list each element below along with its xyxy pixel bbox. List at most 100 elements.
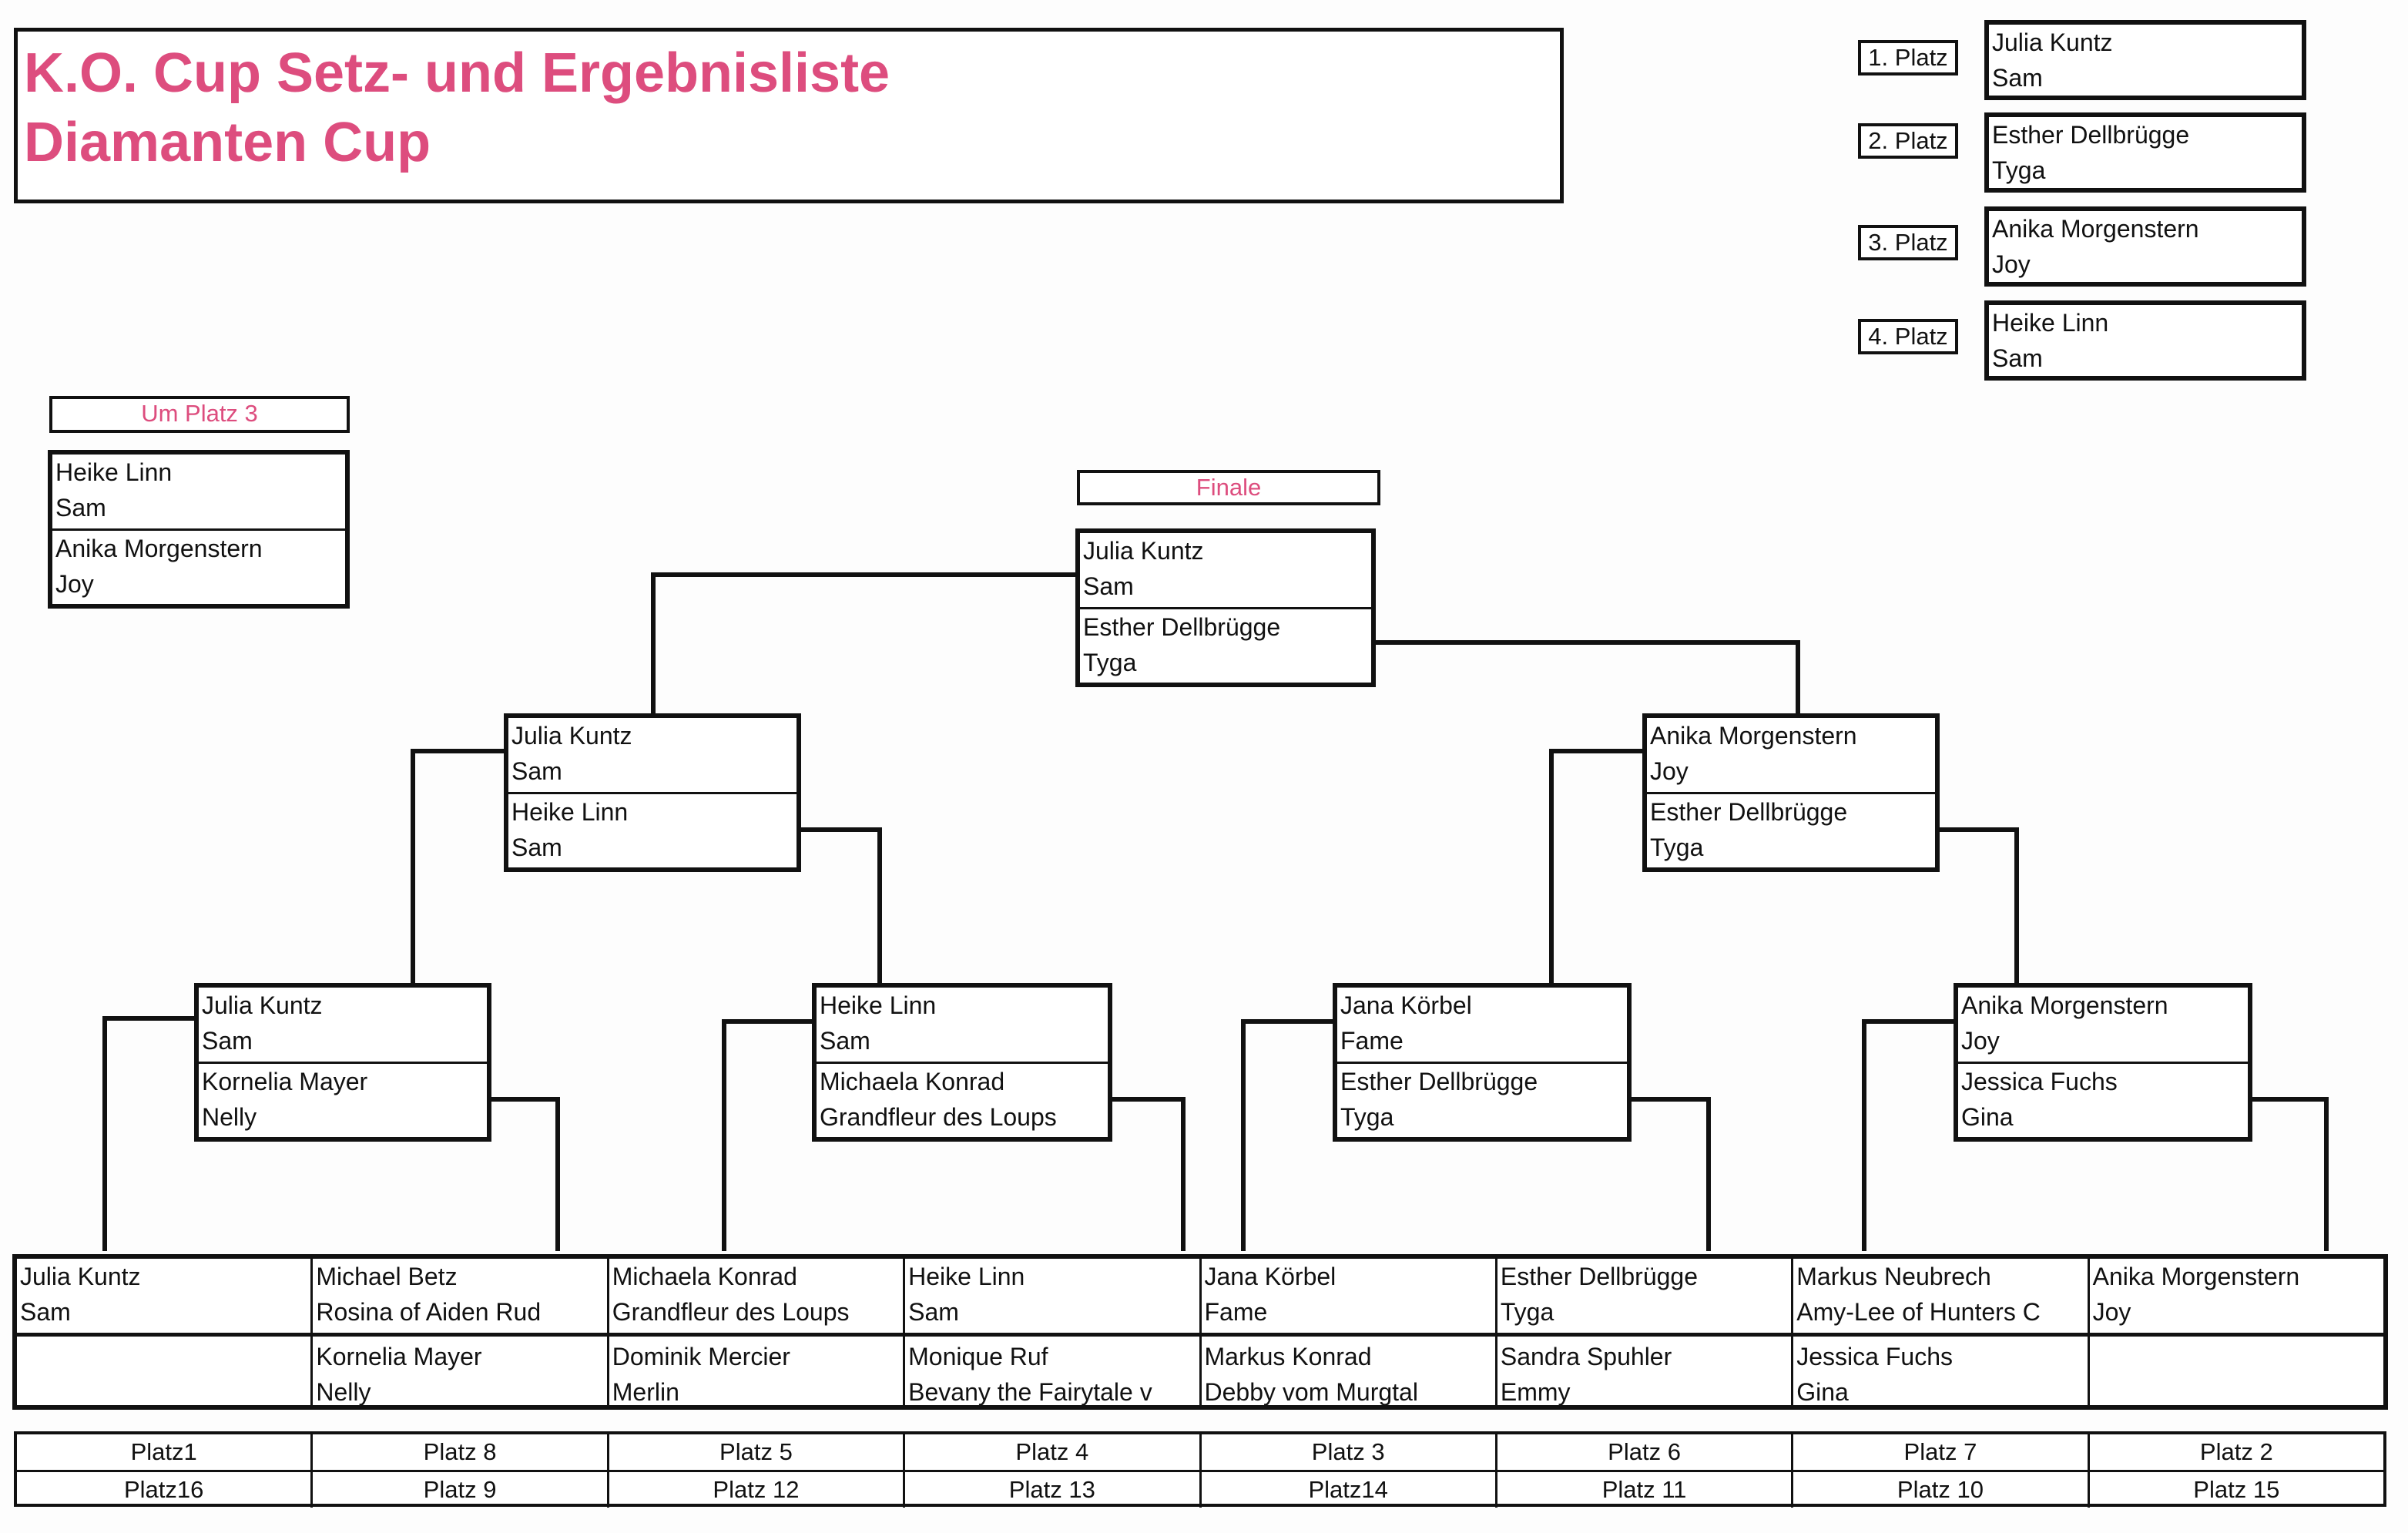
seed-cell: Platz 8 [313,1434,609,1470]
rider-name: Julia Kuntz [1992,29,2113,56]
rank-label-2: 2. Platz [1858,123,1958,159]
horse-name: Sam [202,1027,253,1055]
horse-name: Joy [55,570,94,598]
rider-name: Julia Kuntz [202,991,323,1019]
rank-label-1: 1. Platz [1858,40,1958,75]
rider-name: Jana Körbel [1340,991,1472,1019]
round1-match: Michaela Konrad Grandfleur des Loups Dom… [609,1259,906,1406]
horse-name: Bevany the Fairytale v [908,1378,1152,1406]
seed-cell: Platz 7 [1793,1434,2090,1470]
seed-cell: Platz 5 [609,1434,906,1470]
match-slot: Julia Kuntz Sam [1080,533,1371,607]
rider-name: Heike Linn [55,458,173,486]
horse-name: Sam [20,1298,71,1326]
rider-name: Jessica Fuchs [1796,1343,1953,1370]
round1-match: Markus Neubrech Amy-Lee of Hunters C Jes… [1793,1259,2090,1406]
rider-name: Julia Kuntz [511,722,632,750]
rank-1-box: Julia Kuntz Sam [1984,20,2306,100]
horse-name: Tyga [1992,156,2046,184]
rider-name: Anika Morgenstern [1992,215,2199,243]
semifinal-match: Julia Kuntz Sam Heike Linn Sam [504,713,801,872]
horse-name: Nelly [316,1378,371,1406]
seed-cell: Platz 6 [1497,1434,1794,1470]
horse-name: Sam [1083,572,1134,600]
seed-cell: Platz 9 [313,1472,609,1508]
page-subtitle: Diamanten Cup [24,112,431,173]
match-slot: Heike Linn Sam [52,455,345,528]
quarterfinal-match: Jana Körbel Fame Esther Dellbrügge Tyga [1333,983,1632,1142]
match-slot: Michaela Konrad Grandfleur des Loups [817,1062,1108,1139]
horse-name: Debby vom Murgtal [1204,1378,1418,1406]
horse-name: Gina [1961,1103,2014,1131]
match-slot: Julia Kuntz Sam [508,718,797,792]
horse-name: Sam [1992,344,2043,372]
horse-name: Merlin [612,1378,679,1406]
seed-row-bottom: Platz16 Platz 9 Platz 12 Platz 13 Platz1… [17,1470,2383,1508]
final-match: Julia Kuntz Sam Esther Dellbrügge Tyga [1075,528,1376,687]
rider-name: Julia Kuntz [20,1263,141,1290]
rider-name: Esther Dellbrügge [1083,613,1281,641]
round1-match: Heike Linn Sam Monique Ruf Bevany the Fa… [905,1259,1202,1406]
horse-name: Emmy [1500,1378,1571,1406]
rider-name: Kornelia Mayer [316,1343,482,1370]
horse-name: Amy-Lee of Hunters C [1796,1298,2041,1326]
quarterfinal-match: Heike Linn Sam Michaela Konrad Grandfleu… [812,983,1112,1142]
horse-name: Sam [820,1027,870,1055]
rider-name: Markus Neubrech [1796,1263,1991,1290]
seed-cell: Platz 10 [1793,1472,2090,1508]
seed-cell: Platz 11 [1497,1472,1794,1508]
match-slot: Anika Morgenstern Joy [52,528,345,606]
rider-name: Esther Dellbrügge [1992,121,2190,149]
seed-table: Platz1 Platz 8 Platz 5 Platz 4 Platz 3 P… [14,1431,2386,1508]
horse-name: Nelly [202,1103,257,1131]
match-slot: Julia Kuntz Sam [199,988,487,1062]
horse-name: Rosina of Aiden Rud [316,1298,542,1326]
quarterfinal-match: Julia Kuntz Sam Kornelia Mayer Nelly [194,983,491,1142]
rank-label-3: 3. Platz [1858,225,1958,260]
match-slot: Anika Morgenstern Joy [1647,718,1935,792]
rider-name: Michaela Konrad [820,1068,1005,1095]
rider-name: Esther Dellbrügge [1340,1068,1538,1095]
round1-grid: Julia Kuntz Sam Michael Betz Rosina of A… [12,1254,2388,1410]
third-place-match: Heike Linn Sam Anika Morgenstern Joy [48,450,350,609]
semifinal-match: Anika Morgenstern Joy Esther Dellbrügge … [1642,713,1940,872]
horse-name: Joy [1961,1027,2000,1055]
round1-match: Jana Körbel Fame Markus Konrad Debby vom… [1201,1259,1497,1406]
match-slot: Esther Dellbrügge Tyga [1080,607,1371,685]
seed-row-top: Platz1 Platz 8 Platz 5 Platz 4 Platz 3 P… [17,1434,2383,1470]
round1-match: Anika Morgenstern Joy [2089,1259,2383,1405]
rider-name: Anika Morgenstern [55,535,263,562]
horse-name: Sam [1992,64,2043,92]
final-label: Finale [1077,470,1380,505]
horse-name: Joy [2092,1298,2131,1326]
third-place-label: Um Platz 3 [49,396,350,433]
seed-cell: Platz 4 [905,1434,1202,1470]
match-slot: Heike Linn Sam [817,988,1108,1062]
rider-name: Anika Morgenstern [1961,991,2168,1019]
rider-name: Heike Linn [1992,309,2109,337]
rider-name: Heike Linn [511,798,629,826]
rank-3-box: Anika Morgenstern Joy [1984,206,2306,287]
match-slot: Jana Körbel Fame [1337,988,1627,1062]
seed-cell: Platz 12 [609,1472,906,1508]
rider-name: Michaela Konrad [612,1263,797,1290]
match-slot: Heike Linn Sam [508,792,797,870]
horse-name: Tyga [1500,1298,1554,1326]
round1-match: Michael Betz Rosina of Aiden Rud Korneli… [313,1259,609,1406]
seed-cell: Platz 13 [905,1472,1202,1508]
rider-name: Anika Morgenstern [2092,1263,2300,1290]
horse-name: Sam [55,494,106,522]
horse-name: Grandfleur des Loups [820,1103,1057,1131]
rider-name: Sandra Spuhler [1500,1343,1672,1370]
match-slot: Esther Dellbrügge Tyga [1647,792,1935,870]
match-slot: Jessica Fuchs Gina [1958,1062,2248,1139]
horse-name: Sam [511,834,562,861]
horse-name: Fame [1340,1027,1404,1055]
rider-name: Anika Morgenstern [1650,722,1857,750]
seed-cell: Platz16 [17,1472,314,1508]
rider-name: Julia Kuntz [1083,537,1204,565]
rider-name: Jessica Fuchs [1961,1068,2118,1095]
horse-name: Tyga [1340,1103,1394,1131]
page-title: K.O. Cup Setz- und Ergebnisliste [24,42,890,104]
